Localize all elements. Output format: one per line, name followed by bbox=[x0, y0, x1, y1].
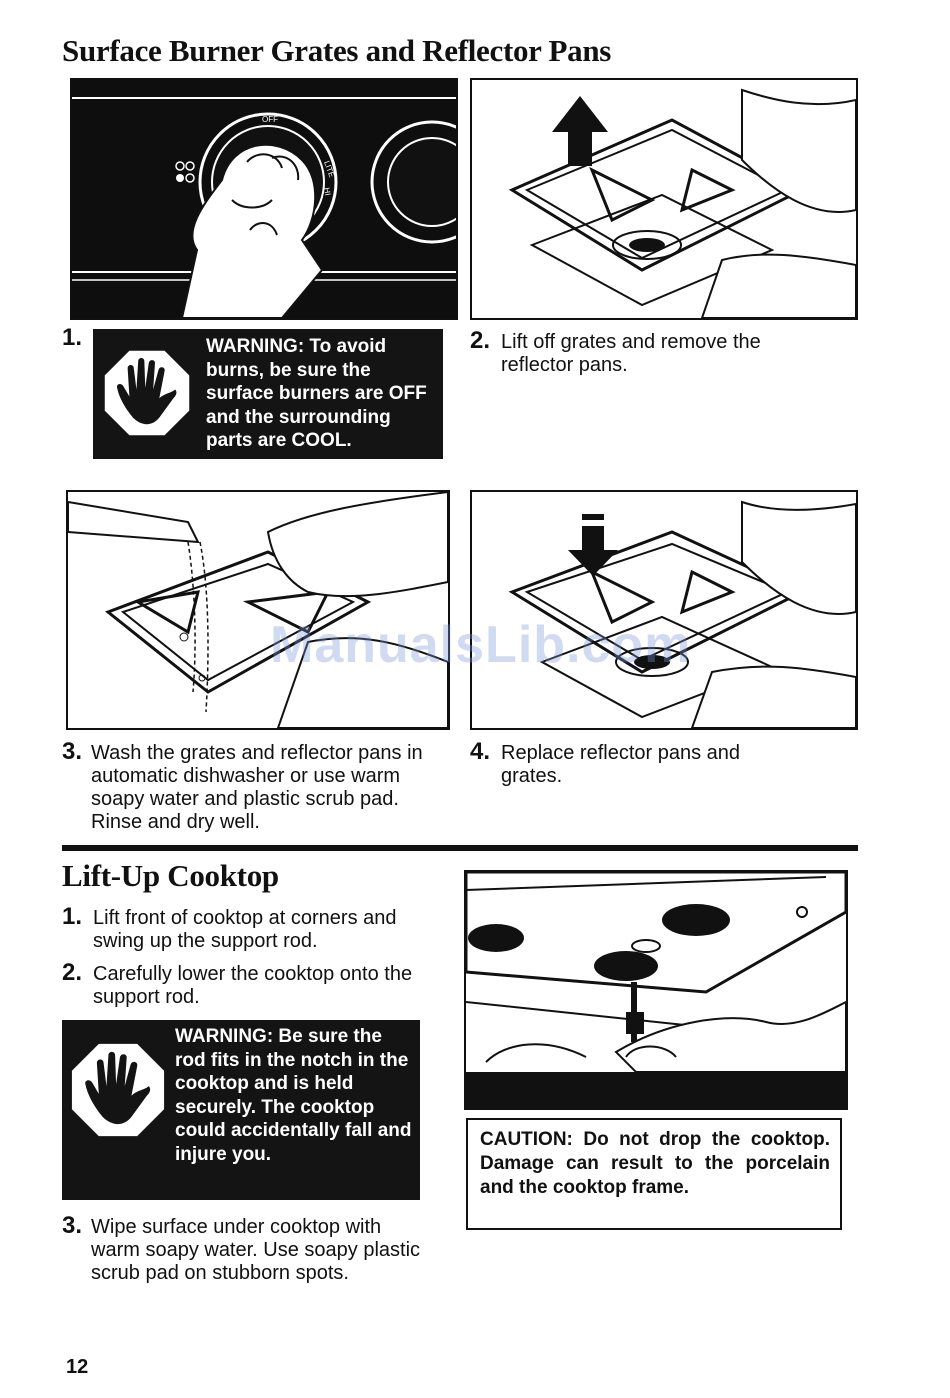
step-1-lift: 1. Lift front of cooktop at corners and … bbox=[62, 903, 397, 953]
caution-box: CAUTION: Do not drop the cooktop. Damage… bbox=[466, 1118, 842, 1230]
step-4-replace: 4. Replace reflector pans and grates. bbox=[470, 738, 741, 788]
warning-rod-text: WARNING: Be sure the rod fits in the not… bbox=[175, 1026, 412, 1165]
figure-knob-off: OFF LITE HI bbox=[70, 78, 458, 320]
down-arrow-icon bbox=[568, 514, 618, 576]
knob-hi-label: HI bbox=[322, 187, 332, 196]
step-2-lower: 2. Carefully lower the cooktop onto the … bbox=[62, 959, 413, 1009]
lifted-cooktop-illustration bbox=[466, 872, 846, 1108]
step-3-wipe: 3. Wipe surface under cooktop with warm … bbox=[62, 1212, 421, 1285]
warning-burns: WARNING: To avoid burns, be sure the sur… bbox=[93, 329, 443, 459]
knob-illustration: OFF LITE HI bbox=[72, 80, 456, 318]
replace-grates-illustration bbox=[508, 500, 856, 728]
stop-hand-icon bbox=[104, 350, 190, 436]
figure-lifted-cooktop bbox=[464, 870, 848, 1110]
stop-hand-icon bbox=[71, 1043, 165, 1137]
lift-grates-illustration bbox=[508, 88, 856, 318]
knob-off-label: OFF bbox=[262, 115, 278, 124]
section-divider bbox=[62, 845, 858, 851]
up-arrow-icon bbox=[552, 96, 608, 166]
figure-replace-grates bbox=[470, 490, 858, 730]
caution-text: CAUTION: Do not drop the cooktop. Damage… bbox=[480, 1129, 830, 1198]
figure-lift-grates bbox=[470, 78, 858, 320]
page-number: 12 bbox=[66, 1356, 89, 1378]
section-title-lift-up-cooktop: Lift-Up Cooktop bbox=[62, 858, 279, 893]
warning-burns-text: WARNING: To avoid burns, be sure the sur… bbox=[206, 336, 427, 451]
warning-rod: WARNING: Be sure the rod fits in the not… bbox=[62, 1020, 420, 1200]
figure-wash-grates bbox=[66, 490, 450, 730]
wash-grates-illustration bbox=[68, 492, 448, 728]
section-title-grates: Surface Burner Grates and Reflector Pans bbox=[62, 33, 612, 68]
step-2: 2. Lift off grates and remove the reflec… bbox=[470, 327, 761, 377]
step-3-wash: 3. Wash the grates and reflector pans in… bbox=[62, 738, 423, 834]
